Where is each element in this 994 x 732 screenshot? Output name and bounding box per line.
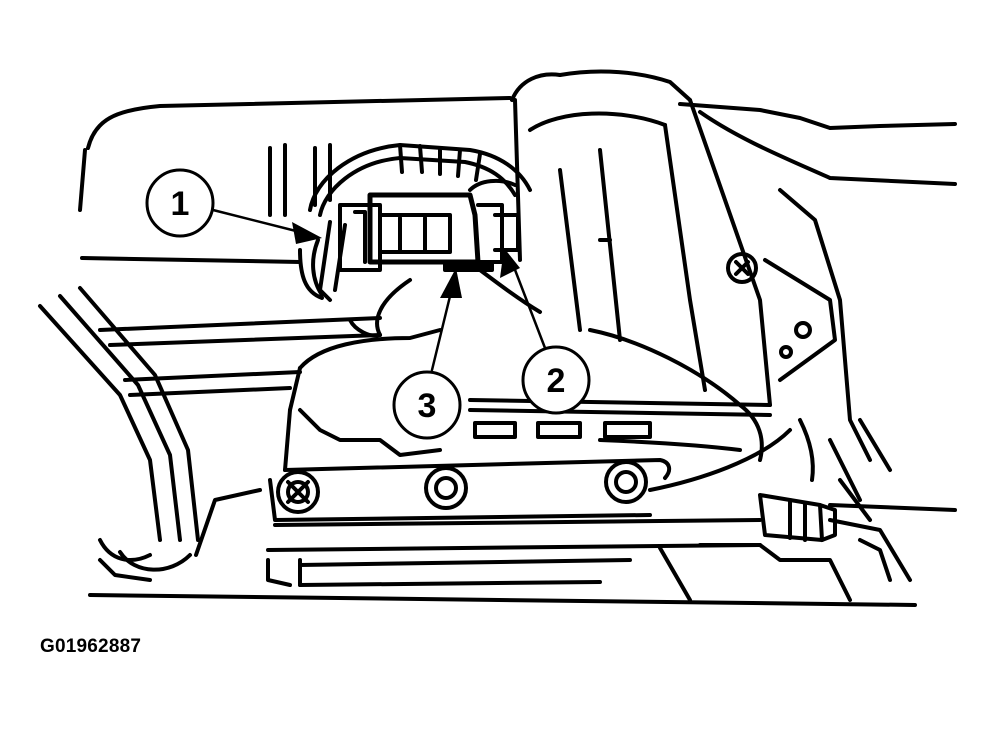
upper-body-panel xyxy=(78,96,957,397)
mounting-flange xyxy=(266,458,852,602)
callout-label-2: 2 xyxy=(547,362,566,400)
arrowhead-1 xyxy=(292,222,322,244)
bolt-left xyxy=(276,470,320,514)
leader-2 xyxy=(510,260,547,350)
callout-label-3: 3 xyxy=(418,387,437,425)
leader-1 xyxy=(211,208,302,234)
arrowhead-3 xyxy=(440,268,462,298)
arrowhead-2 xyxy=(500,248,520,278)
figure-id-label: G01962887 xyxy=(40,636,142,657)
lower-frame xyxy=(88,418,957,607)
bolt-heads xyxy=(276,460,837,542)
callout-3: 3 xyxy=(392,370,462,440)
central-support-column xyxy=(510,69,772,407)
callout-label-1: 1 xyxy=(171,185,190,223)
callout-1: 1 xyxy=(145,168,215,238)
callout-2: 2 xyxy=(521,345,591,415)
bolt-center xyxy=(424,466,468,510)
electrical-connector xyxy=(338,178,520,272)
callout-leaders xyxy=(211,208,547,372)
motor-housing xyxy=(283,268,772,472)
leader-3 xyxy=(430,286,454,372)
bolt-side xyxy=(758,493,837,542)
brackets-top-left xyxy=(268,143,332,217)
right-bracket-plate xyxy=(726,188,892,522)
left-tubing xyxy=(38,286,262,582)
wiring-harness xyxy=(298,143,532,302)
callout-arrowheads xyxy=(292,222,520,298)
bolt-right xyxy=(604,460,648,504)
